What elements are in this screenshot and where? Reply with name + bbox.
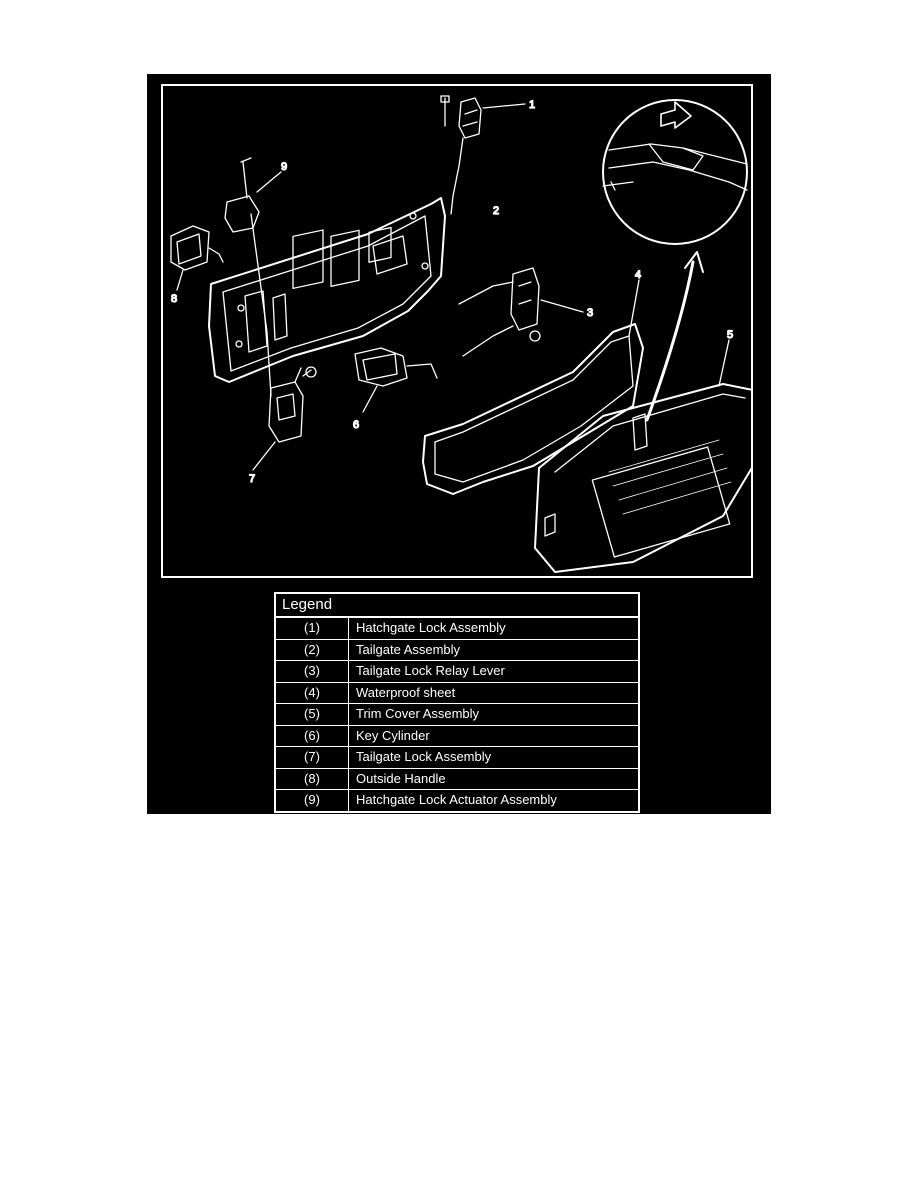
legend-number: (7) bbox=[276, 747, 349, 768]
legend-title: Legend bbox=[276, 594, 638, 618]
legend-description: Key Cylinder bbox=[356, 727, 430, 743]
trim-cover-drawing bbox=[534, 339, 751, 573]
detail-arrow bbox=[645, 251, 704, 422]
legend-number: (3) bbox=[276, 661, 349, 682]
callout-1: 1 bbox=[529, 99, 535, 111]
legend-number: (5) bbox=[276, 704, 349, 725]
legend-description: Outside Handle bbox=[356, 770, 446, 786]
key-cylinder-drawing bbox=[354, 347, 438, 413]
waterproof-sheet-drawing bbox=[422, 279, 644, 495]
tailgate-exploded-view: 1 2 3 4 5 6 7 8 9 bbox=[170, 95, 751, 573]
legend-number: (9) bbox=[276, 790, 349, 811]
callout-2: 2 bbox=[493, 205, 499, 217]
legend-row: (2) Tailgate Assembly bbox=[276, 639, 638, 661]
legend-description: Tailgate Lock Relay Lever bbox=[356, 663, 505, 678]
lock-actuator-drawing bbox=[224, 157, 282, 397]
legend-number: (6) bbox=[276, 725, 349, 746]
legend-description: Hatchgate Lock Assembly bbox=[356, 620, 506, 635]
callout-6: 6 bbox=[353, 419, 359, 431]
legend-description: Hatchgate Lock Actuator Assembly bbox=[356, 792, 557, 807]
legend-row: (5) Trim Cover Assembly bbox=[276, 704, 638, 726]
outside-handle-drawing bbox=[170, 225, 224, 291]
callout-5: 5 bbox=[727, 329, 733, 341]
legend-row: (1) Hatchgate Lock Assembly bbox=[276, 618, 638, 640]
hatchgate-lock-drawing bbox=[440, 95, 526, 215]
legend-row: (9) Hatchgate Lock Actuator Assembly bbox=[276, 790, 638, 811]
legend-description: Trim Cover Assembly bbox=[356, 706, 480, 721]
figure: 1 2 3 4 5 6 7 8 9 Legend (1) Hatchgate L… bbox=[147, 74, 771, 814]
legend-description: Tailgate Assembly bbox=[356, 641, 461, 657]
exploded-diagram: 1 2 3 4 5 6 7 8 9 bbox=[161, 84, 753, 578]
legend-row: (6) Key Cylinder bbox=[276, 725, 638, 747]
callout-3: 3 bbox=[587, 307, 593, 319]
tailgate-panel-drawing bbox=[208, 197, 446, 383]
legend-row: (3) Tailgate Lock Relay Lever bbox=[276, 661, 638, 683]
callout-8: 8 bbox=[171, 293, 177, 305]
legend-number: (2) bbox=[276, 639, 349, 660]
legend-description: Waterproof sheet bbox=[356, 684, 456, 700]
legend-row: (7) Tailgate Lock Assembly bbox=[276, 747, 638, 769]
relay-lever-drawing bbox=[458, 267, 584, 357]
legend-row: (4) Waterproof sheet bbox=[276, 682, 638, 704]
legend-number: (4) bbox=[276, 682, 349, 703]
callout-4: 4 bbox=[635, 269, 641, 281]
legend-number: (1) bbox=[276, 618, 349, 639]
detail-inset-drawing bbox=[602, 99, 748, 245]
callout-7: 7 bbox=[249, 473, 255, 485]
legend-row: (8) Outside Handle bbox=[276, 768, 638, 790]
callout-9: 9 bbox=[281, 161, 287, 173]
legend-number: (8) bbox=[276, 768, 349, 789]
tailgate-lock-drawing bbox=[252, 366, 317, 471]
legend-table: Legend (1) Hatchgate Lock Assembly (2) T… bbox=[274, 592, 640, 813]
legend-description: Tailgate Lock Assembly bbox=[356, 749, 492, 764]
